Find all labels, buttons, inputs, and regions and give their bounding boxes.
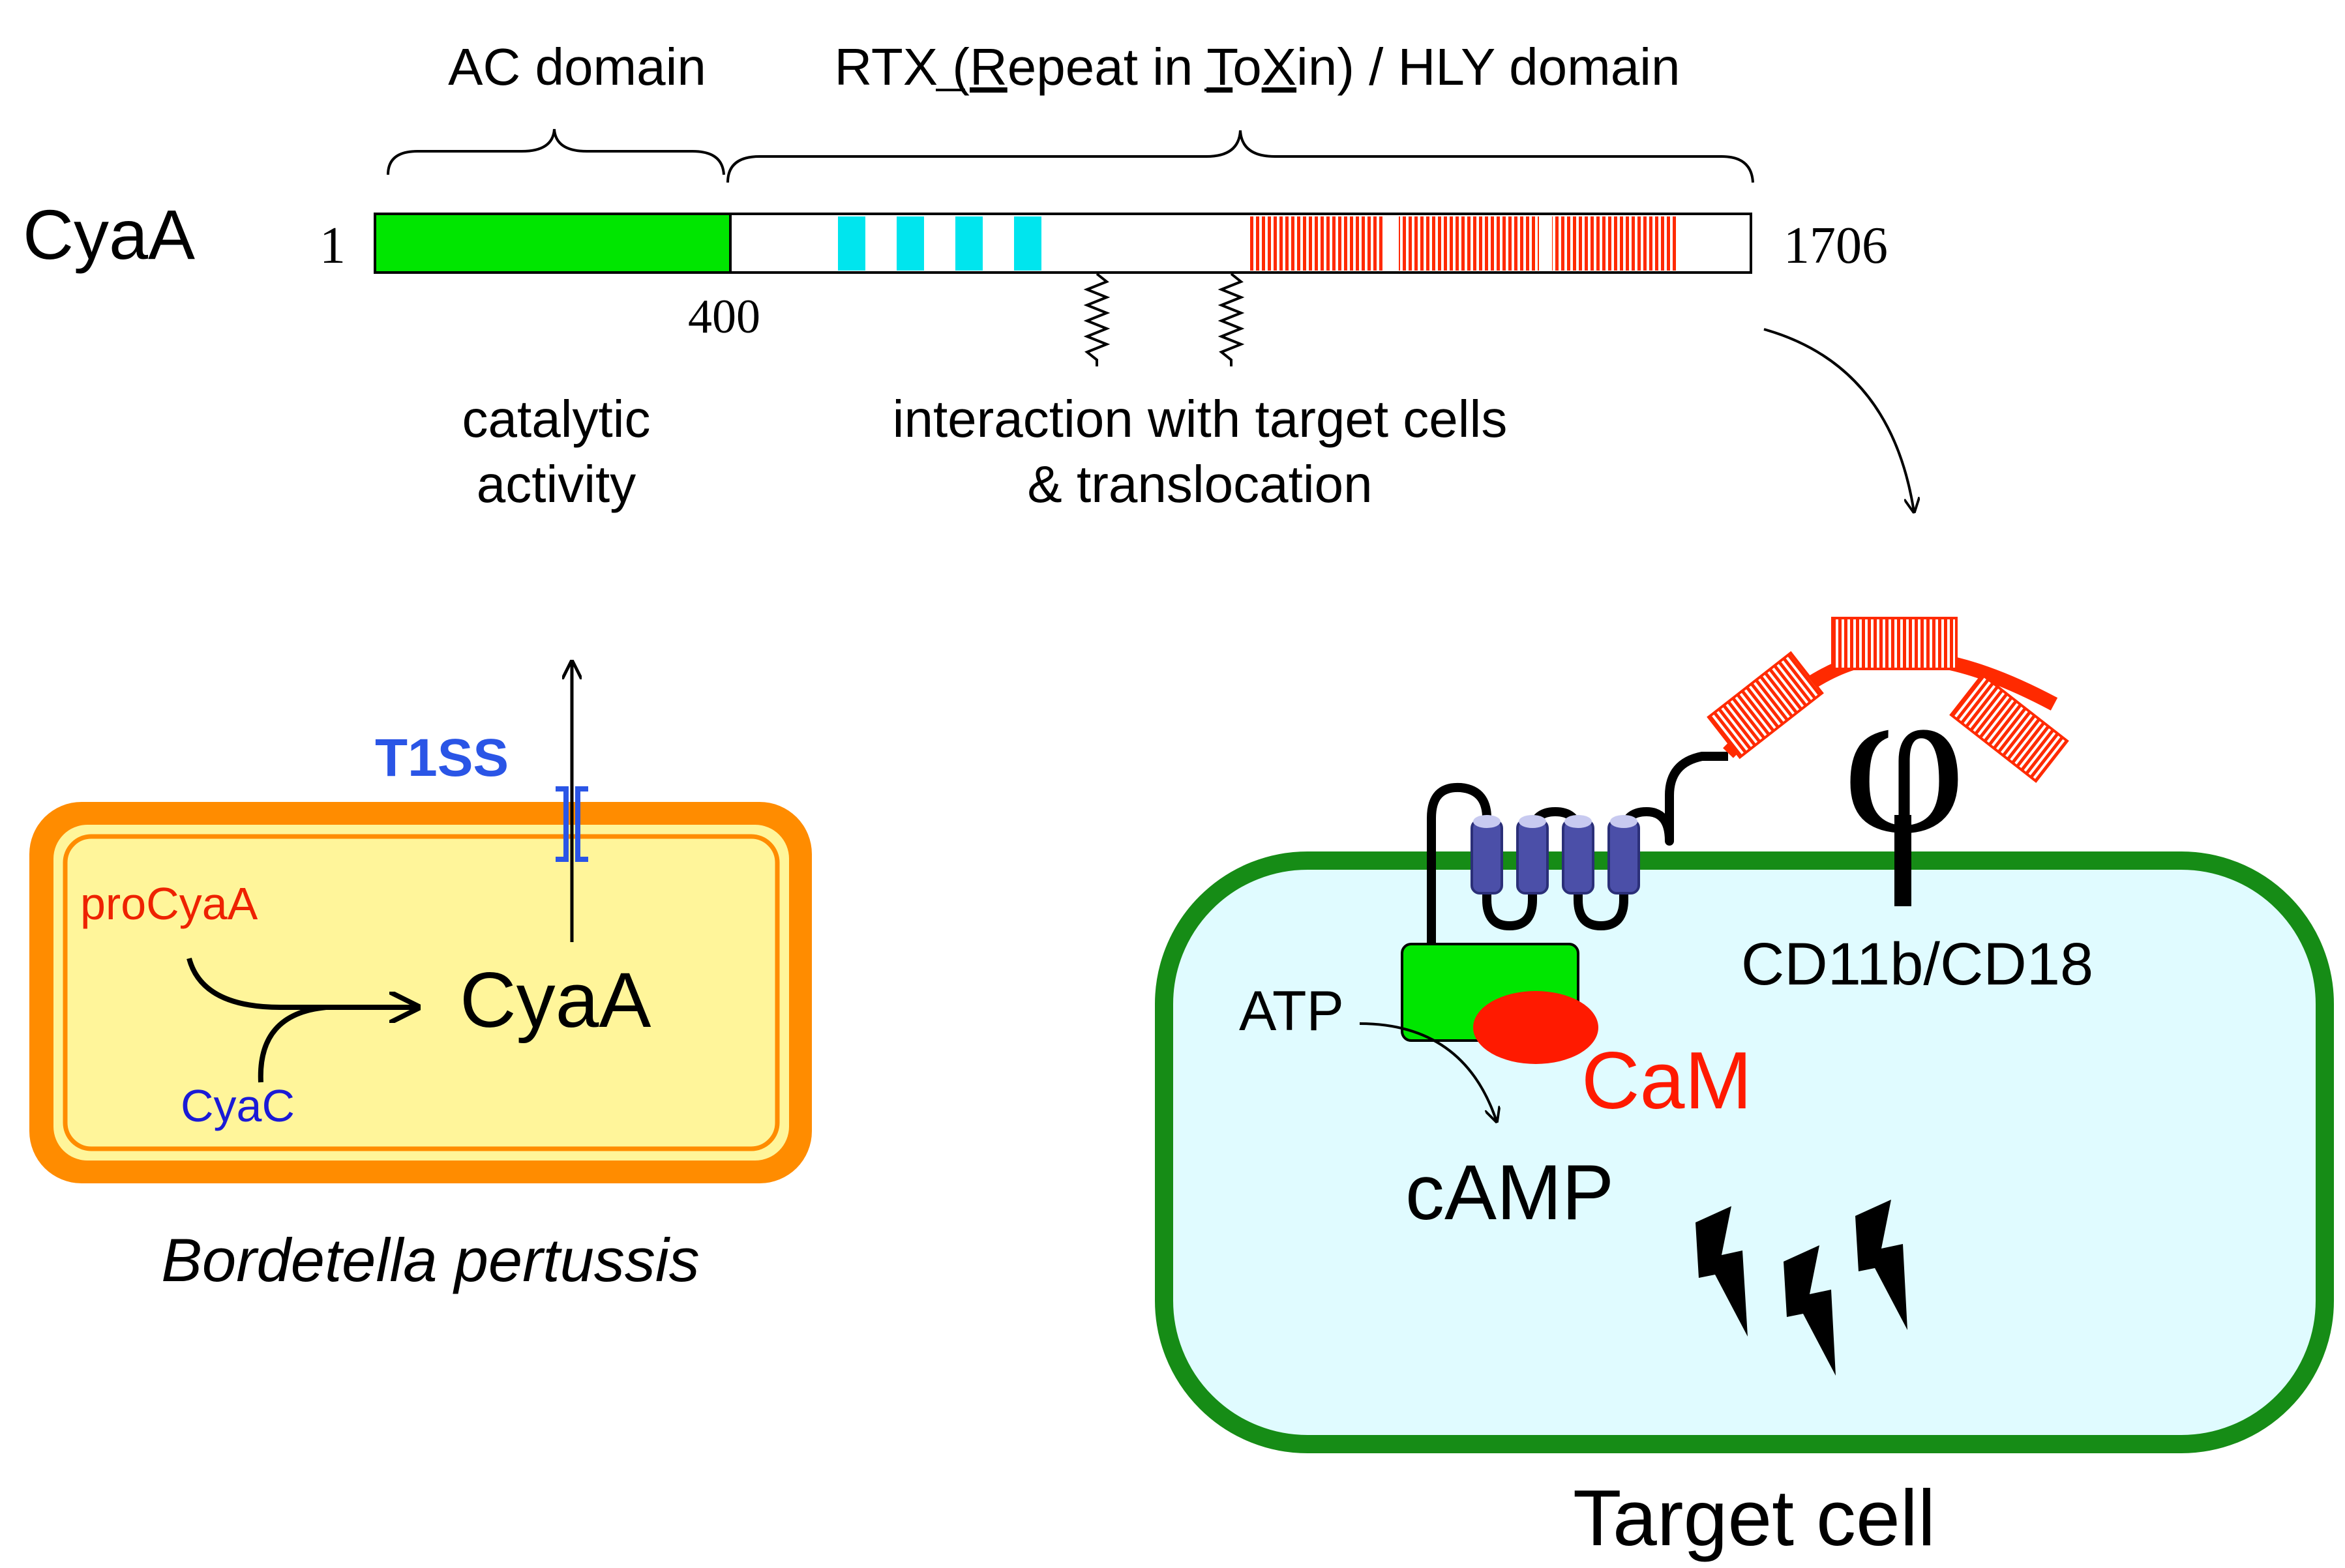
hydrophobic-segment xyxy=(955,216,983,271)
acylation-sites xyxy=(1083,273,1245,366)
rtx-repeats xyxy=(1249,216,1676,271)
helix xyxy=(1516,819,1549,895)
helix-cap xyxy=(1610,815,1637,828)
rtx-repeat-block xyxy=(1399,216,1539,271)
acylation-zigzag xyxy=(1217,273,1245,366)
rtx-repeat-block xyxy=(1249,216,1382,271)
atp-conversion-arrow xyxy=(1359,1022,1497,1121)
protein-map: CyaA 1 1706 400 AC domain RTX (Repe xyxy=(23,38,1914,513)
hydrophobic-segment xyxy=(897,216,924,271)
t1ss-channel-right xyxy=(575,786,588,862)
species-label: Bordetella pertussis xyxy=(161,1226,700,1294)
t1ss-label: T1SS xyxy=(375,728,509,788)
interaction-label-line2: & translocation xyxy=(1027,455,1372,513)
mature-cyaa-label: CyaA xyxy=(460,956,651,1044)
rtx-repeat-block xyxy=(1552,216,1676,271)
rtx-repeat-block xyxy=(1831,617,1958,670)
camp-label: cAMP xyxy=(1405,1149,1614,1236)
residue-boundary: 400 xyxy=(688,290,760,344)
target-cell-label: Target cell xyxy=(1573,1473,1935,1562)
cam-label: CaM xyxy=(1581,1036,1752,1126)
helix-cap xyxy=(1564,815,1592,828)
catalytic-label-line1: catalytic xyxy=(462,390,651,448)
residue-start: 1 xyxy=(320,217,346,274)
cyac-label: CyaC xyxy=(181,1080,295,1131)
helix-cap xyxy=(1519,815,1546,828)
ac-domain-block xyxy=(374,213,732,274)
receptor-label: CD11b/CD18 xyxy=(1741,931,2093,998)
ac-domain-brace xyxy=(387,128,725,175)
rtx-domain-brace xyxy=(726,130,1754,183)
bacterium-inner-membrane xyxy=(63,834,780,1151)
membrane-helices xyxy=(1471,815,1640,895)
helix-cap xyxy=(1473,815,1501,828)
rtx-block-top xyxy=(1831,617,1958,670)
rtx-block-right xyxy=(1949,673,2069,783)
signal-bolts xyxy=(1695,1200,1907,1376)
hydrophobic-segments xyxy=(838,216,1041,271)
activation-arrow xyxy=(187,957,417,1007)
receptor-stalk xyxy=(1894,815,1911,906)
lightning-bolt-icon xyxy=(1855,1200,1907,1330)
arrow-to-target-cell xyxy=(1763,328,1914,512)
cyac-arrow xyxy=(258,1005,327,1083)
target-cell: CaM ATP cAMP φ CD11b/CD18 Target cell xyxy=(1155,617,2334,1562)
hydrophobic-segment xyxy=(838,216,865,271)
catalytic-label-line2: activity xyxy=(477,455,636,513)
rtx-repeat-block xyxy=(1707,651,1824,760)
hydrophobic-segment xyxy=(1014,216,1041,271)
rtx-block-left xyxy=(1707,651,1824,760)
t1ss-channel-left xyxy=(556,786,569,862)
procyaa-label: proCyaA xyxy=(80,878,258,929)
lightning-bolt-icon xyxy=(1695,1206,1748,1337)
bacterium: T1SS proCyaA CyaC CyaA Bordetella pertus… xyxy=(29,662,812,1294)
lightning-bolt-icon xyxy=(1784,1245,1836,1376)
rtx-repeat-block xyxy=(1949,673,2069,783)
acylation-zigzag xyxy=(1083,273,1111,366)
helix xyxy=(1607,819,1640,895)
rtx-domain-label: RTX (Repeat in ToXin) / HLY domain xyxy=(835,38,1680,96)
residue-end: 1706 xyxy=(1784,217,1888,274)
calmodulin-shape xyxy=(1473,991,1598,1064)
atp-label: ATP xyxy=(1239,980,1344,1043)
helix xyxy=(1471,819,1503,895)
ac-domain-label: AC domain xyxy=(448,38,706,96)
interaction-label-line1: interaction with target cells xyxy=(893,390,1508,448)
protein-name: CyaA xyxy=(23,195,195,274)
helix xyxy=(1562,819,1594,895)
